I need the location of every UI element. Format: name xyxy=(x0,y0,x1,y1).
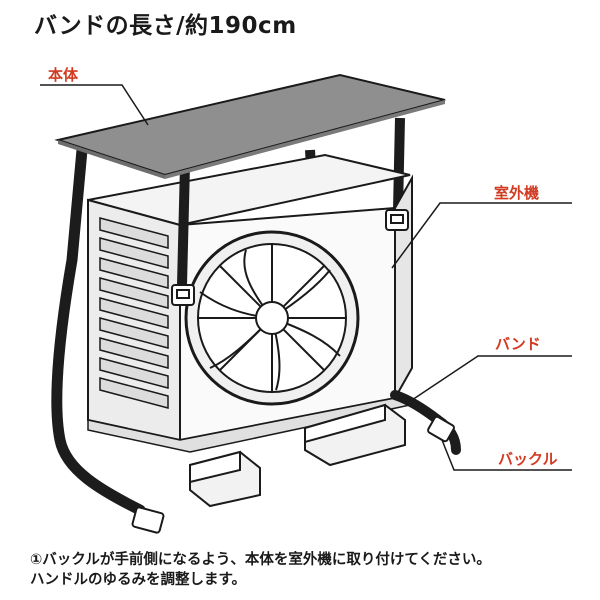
base-blocks xyxy=(189,403,406,508)
cover-panel xyxy=(54,73,446,179)
buckles xyxy=(131,209,455,534)
title: バンドの長さ/約190cm xyxy=(34,13,297,39)
label-buckle: バックル xyxy=(498,450,558,468)
side-grille xyxy=(99,217,169,409)
caption-line-1: ①バックルが手前側になるよう、本体を室外機に取り付けてください。 xyxy=(30,552,491,568)
label-band: バンド xyxy=(495,335,541,353)
caption-line-2: ハンドルのゆるみを調整します。 xyxy=(30,572,247,588)
label-outdoor-unit: 室外機 xyxy=(494,184,540,202)
caption: ①バックルが手前側になるよう、本体を室外機に取り付けてください。 ハンドルのゆる… xyxy=(30,550,590,590)
label-body: 本体 xyxy=(48,66,79,84)
fan-guard xyxy=(184,230,360,406)
leader-lines xyxy=(40,84,572,471)
